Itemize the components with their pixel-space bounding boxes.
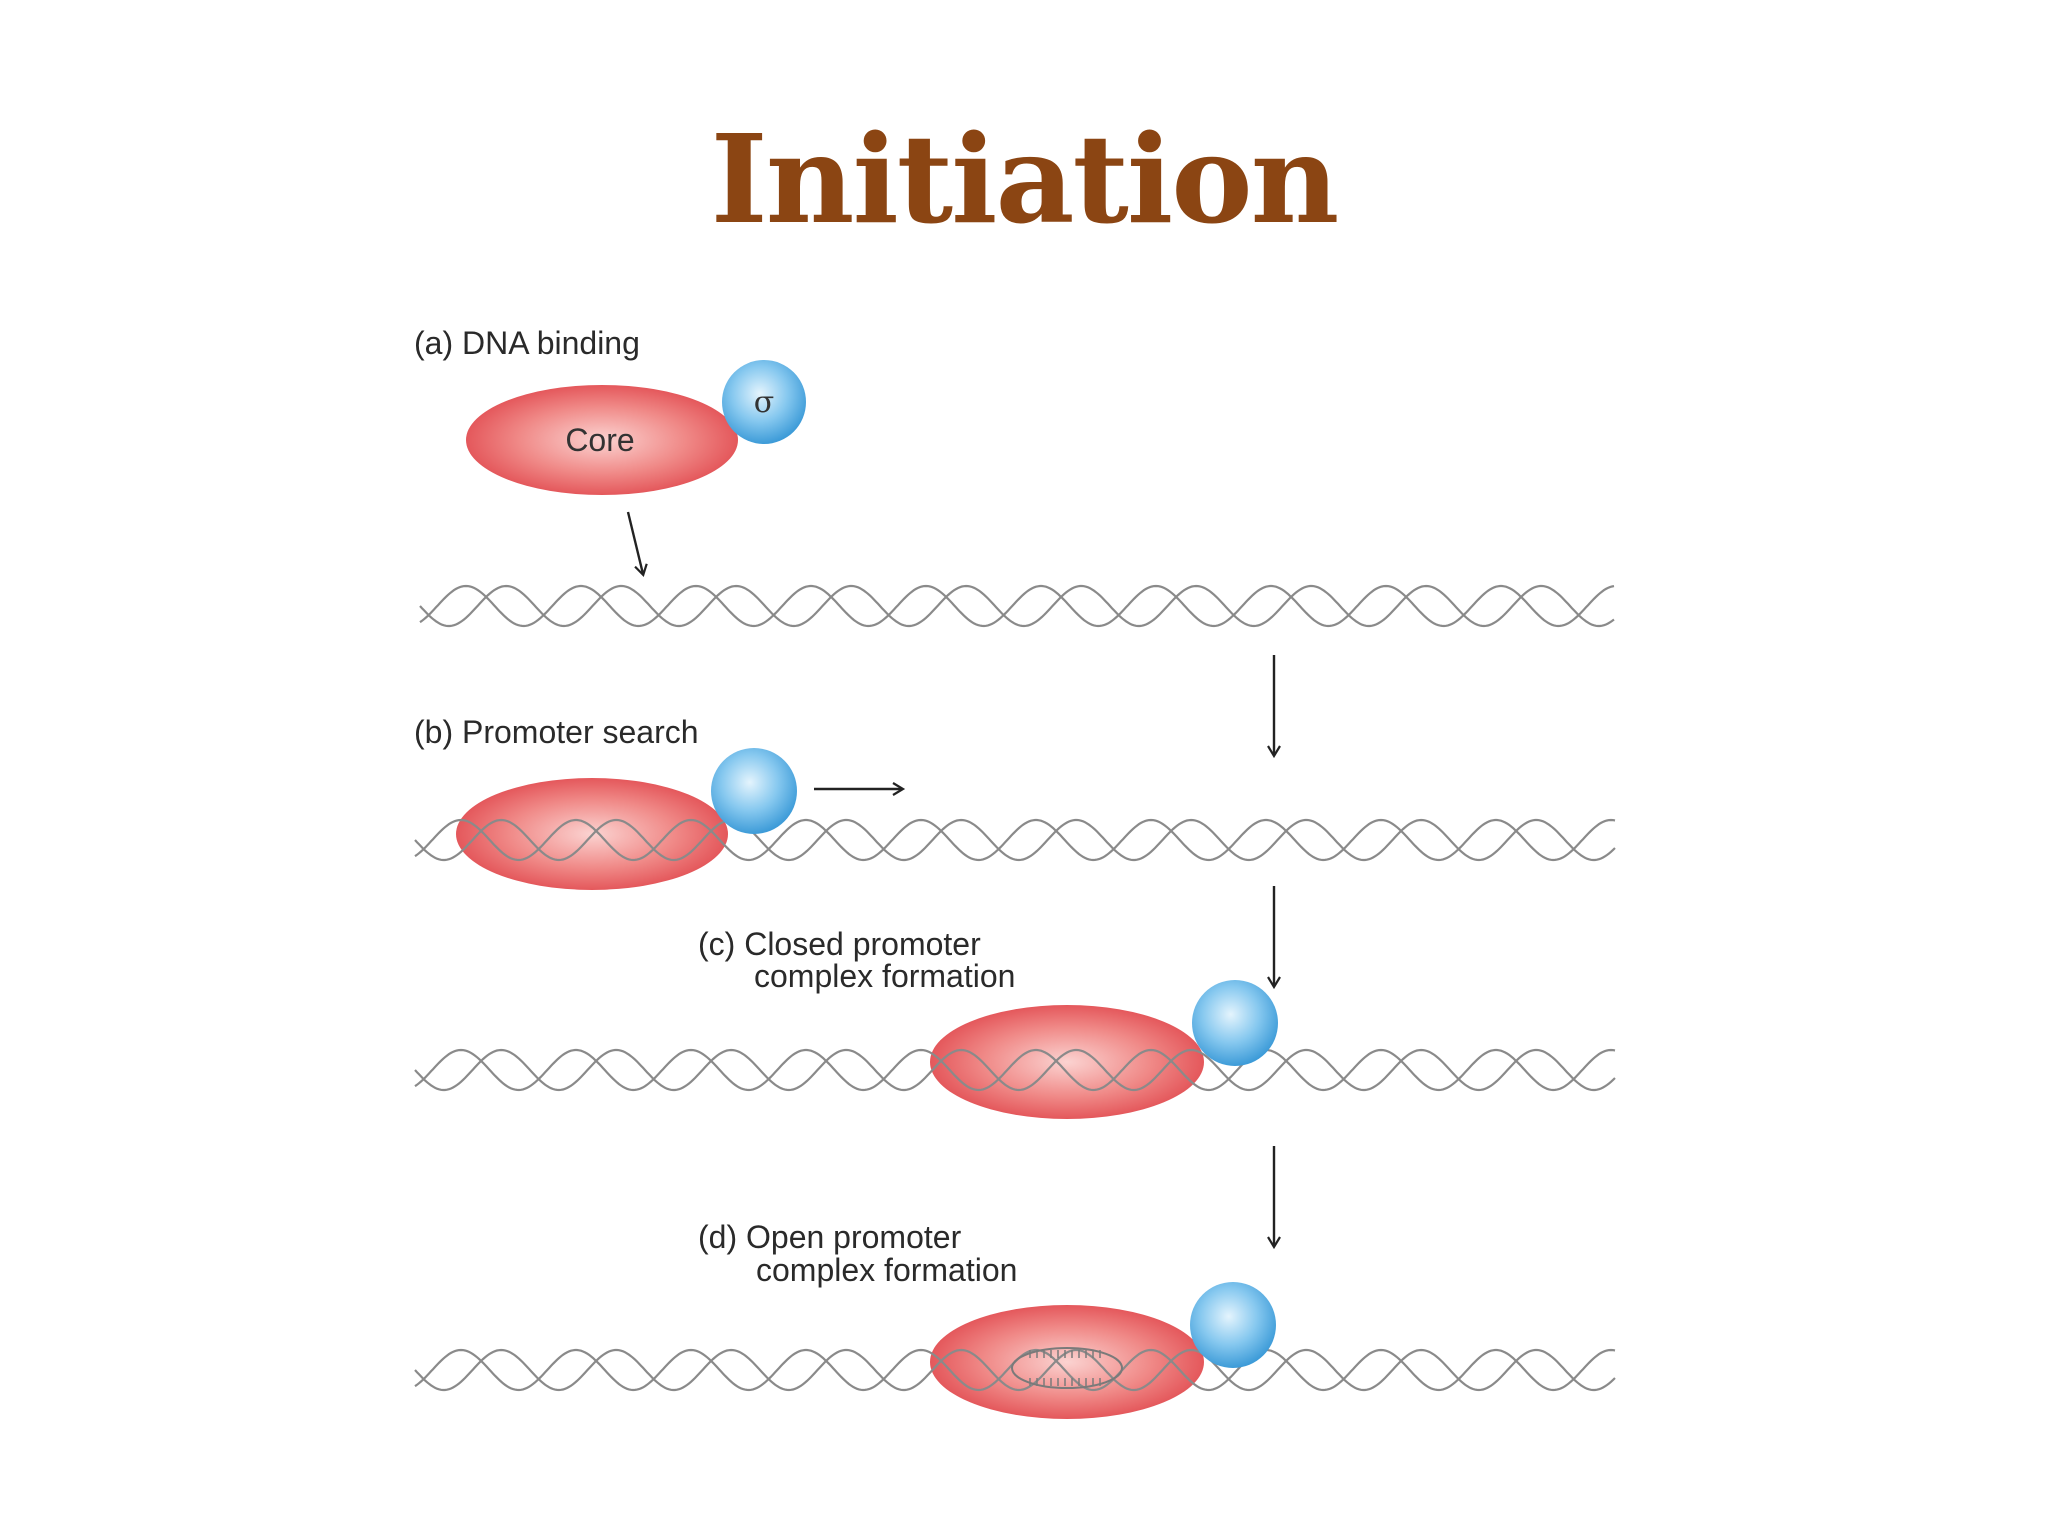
- slide-title: Initiation: [710, 107, 1340, 251]
- sigma-factor-b: [711, 748, 797, 834]
- step-b-label: (b) Promoter search: [414, 714, 699, 750]
- sigma-factor-d: [1190, 1282, 1276, 1368]
- step-d-label-line1: (d) Open promoter: [698, 1219, 962, 1255]
- dna-helix-b: [414, 818, 1616, 862]
- dna-helix-c: [414, 1048, 1616, 1092]
- sigma-factor-c: [1192, 980, 1278, 1066]
- core-polymerase-d: [930, 1305, 1204, 1419]
- dna-strand-1: [414, 1348, 1616, 1392]
- dna-helix-d: [414, 1347, 1616, 1392]
- dna-strand-2: [419, 584, 1615, 628]
- binding-arrow: [626, 511, 648, 578]
- step-c-closed-complex: (c) Closed promoter complex formation: [414, 926, 1616, 1119]
- dna-strand-1: [414, 1048, 1616, 1092]
- melted-dna-bubble: [1011, 1347, 1123, 1389]
- core-label: Core: [565, 422, 634, 458]
- step-a-label: (a) DNA binding: [414, 325, 640, 361]
- step-d-open-complex: (d) Open promoter complex formation: [414, 1219, 1616, 1419]
- step-d-label-line2: complex formation: [756, 1252, 1017, 1288]
- dna-strand-1: [419, 584, 1615, 628]
- dna-strand-1: [414, 818, 1616, 862]
- step-a-dna-binding: (a) DNA binding Core σ: [414, 325, 1615, 628]
- sigma-label: σ: [754, 385, 774, 420]
- dna-helix-a: [419, 584, 1615, 628]
- core-polymerase-a: [466, 385, 738, 495]
- step-c-label-line1: (c) Closed promoter: [698, 926, 981, 962]
- core-polymerase-c: [930, 1005, 1204, 1119]
- step-c-label-line2: complex formation: [754, 958, 1015, 994]
- sigma-factor-a: [722, 360, 806, 444]
- step-b-promoter-search: (b) Promoter search: [414, 714, 1616, 890]
- dna-strand-2: [414, 818, 1616, 862]
- dna-strand-2: [414, 1048, 1616, 1092]
